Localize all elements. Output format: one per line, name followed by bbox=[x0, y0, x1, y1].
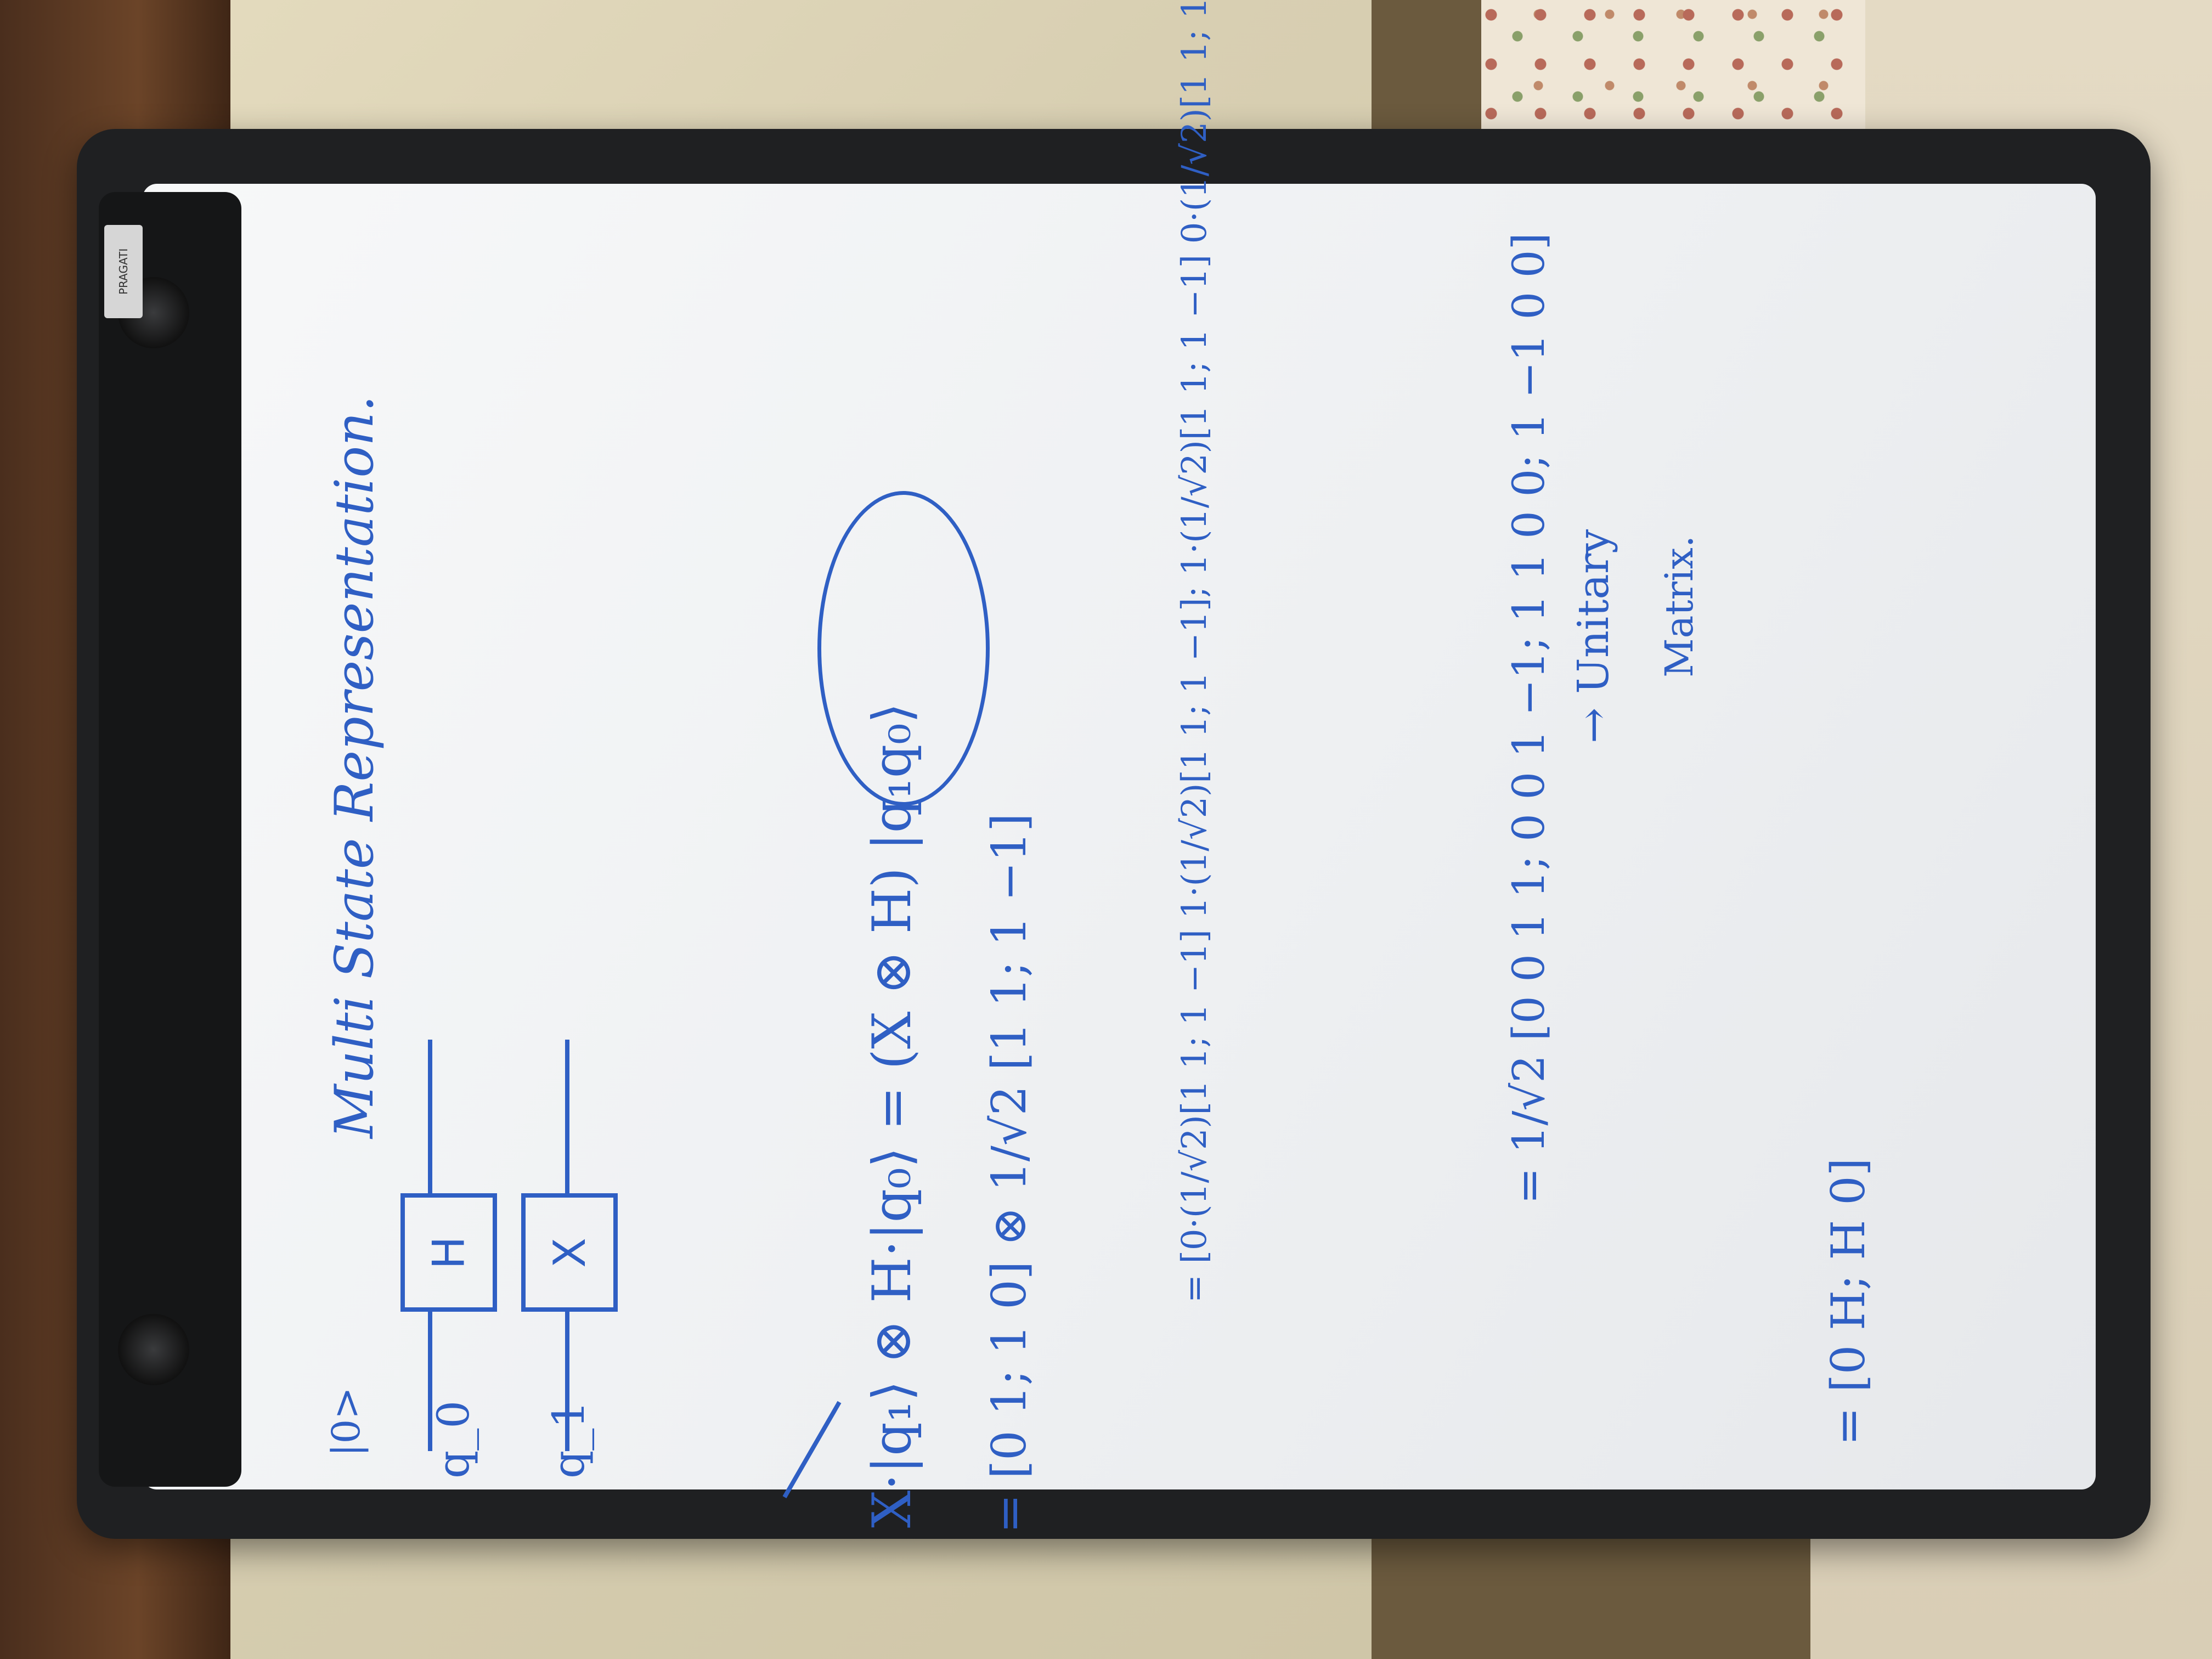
step-2-expression: = [0·(1/√2)[1 1; 1 −1] 1·(1/√2)[1 1; 1 −… bbox=[1174, 0, 1214, 1303]
whiteboard-writing: Multi State Representation. |0> q_0 q_1 … bbox=[143, 0, 2096, 1533]
ket-zero-label: |0> bbox=[324, 1387, 369, 1457]
qubit-1-wire bbox=[565, 1040, 569, 1193]
qubit-0-label: q_0 bbox=[428, 1400, 479, 1479]
final-block-matrix: = [0 H; H 0] bbox=[1821, 1158, 1875, 1446]
tensor-equation: X·|q₁⟩ ⊗ H·|q₀⟩ = (X ⊗ H) |q₁q₀⟩ bbox=[861, 702, 923, 1528]
circled-expression bbox=[817, 491, 990, 806]
whiteboard-surface bbox=[143, 184, 2096, 1489]
pauli-x-gate: X bbox=[521, 1193, 618, 1312]
marker-tray bbox=[99, 192, 241, 1487]
step-3-matrix: = 1/√2 [0 0 1 1; 0 0 1 −1; 1 1 0 0; 1 −1… bbox=[1503, 233, 1554, 1204]
qubit-0-wire bbox=[428, 1308, 432, 1451]
board-title: Multi State Representation. bbox=[324, 395, 385, 1139]
gate-h-label: H bbox=[423, 1235, 475, 1269]
gate-x-label: X bbox=[544, 1237, 595, 1268]
qubit-1-wire bbox=[565, 1308, 569, 1451]
hadamard-gate: H bbox=[400, 1193, 497, 1312]
board-clip bbox=[118, 1314, 189, 1385]
curved-arrow bbox=[782, 1401, 842, 1498]
brand-label: PRAGATI bbox=[104, 225, 143, 318]
step-1-expression: = [0 1; 1 0] ⊗ 1/√2 [1 1; 1 −1] bbox=[982, 813, 1037, 1533]
qubit-0-wire bbox=[428, 1040, 432, 1193]
unitary-note: → Unitary bbox=[1569, 529, 1618, 743]
unitary-note-matrix: Matrix. bbox=[1657, 535, 1702, 678]
